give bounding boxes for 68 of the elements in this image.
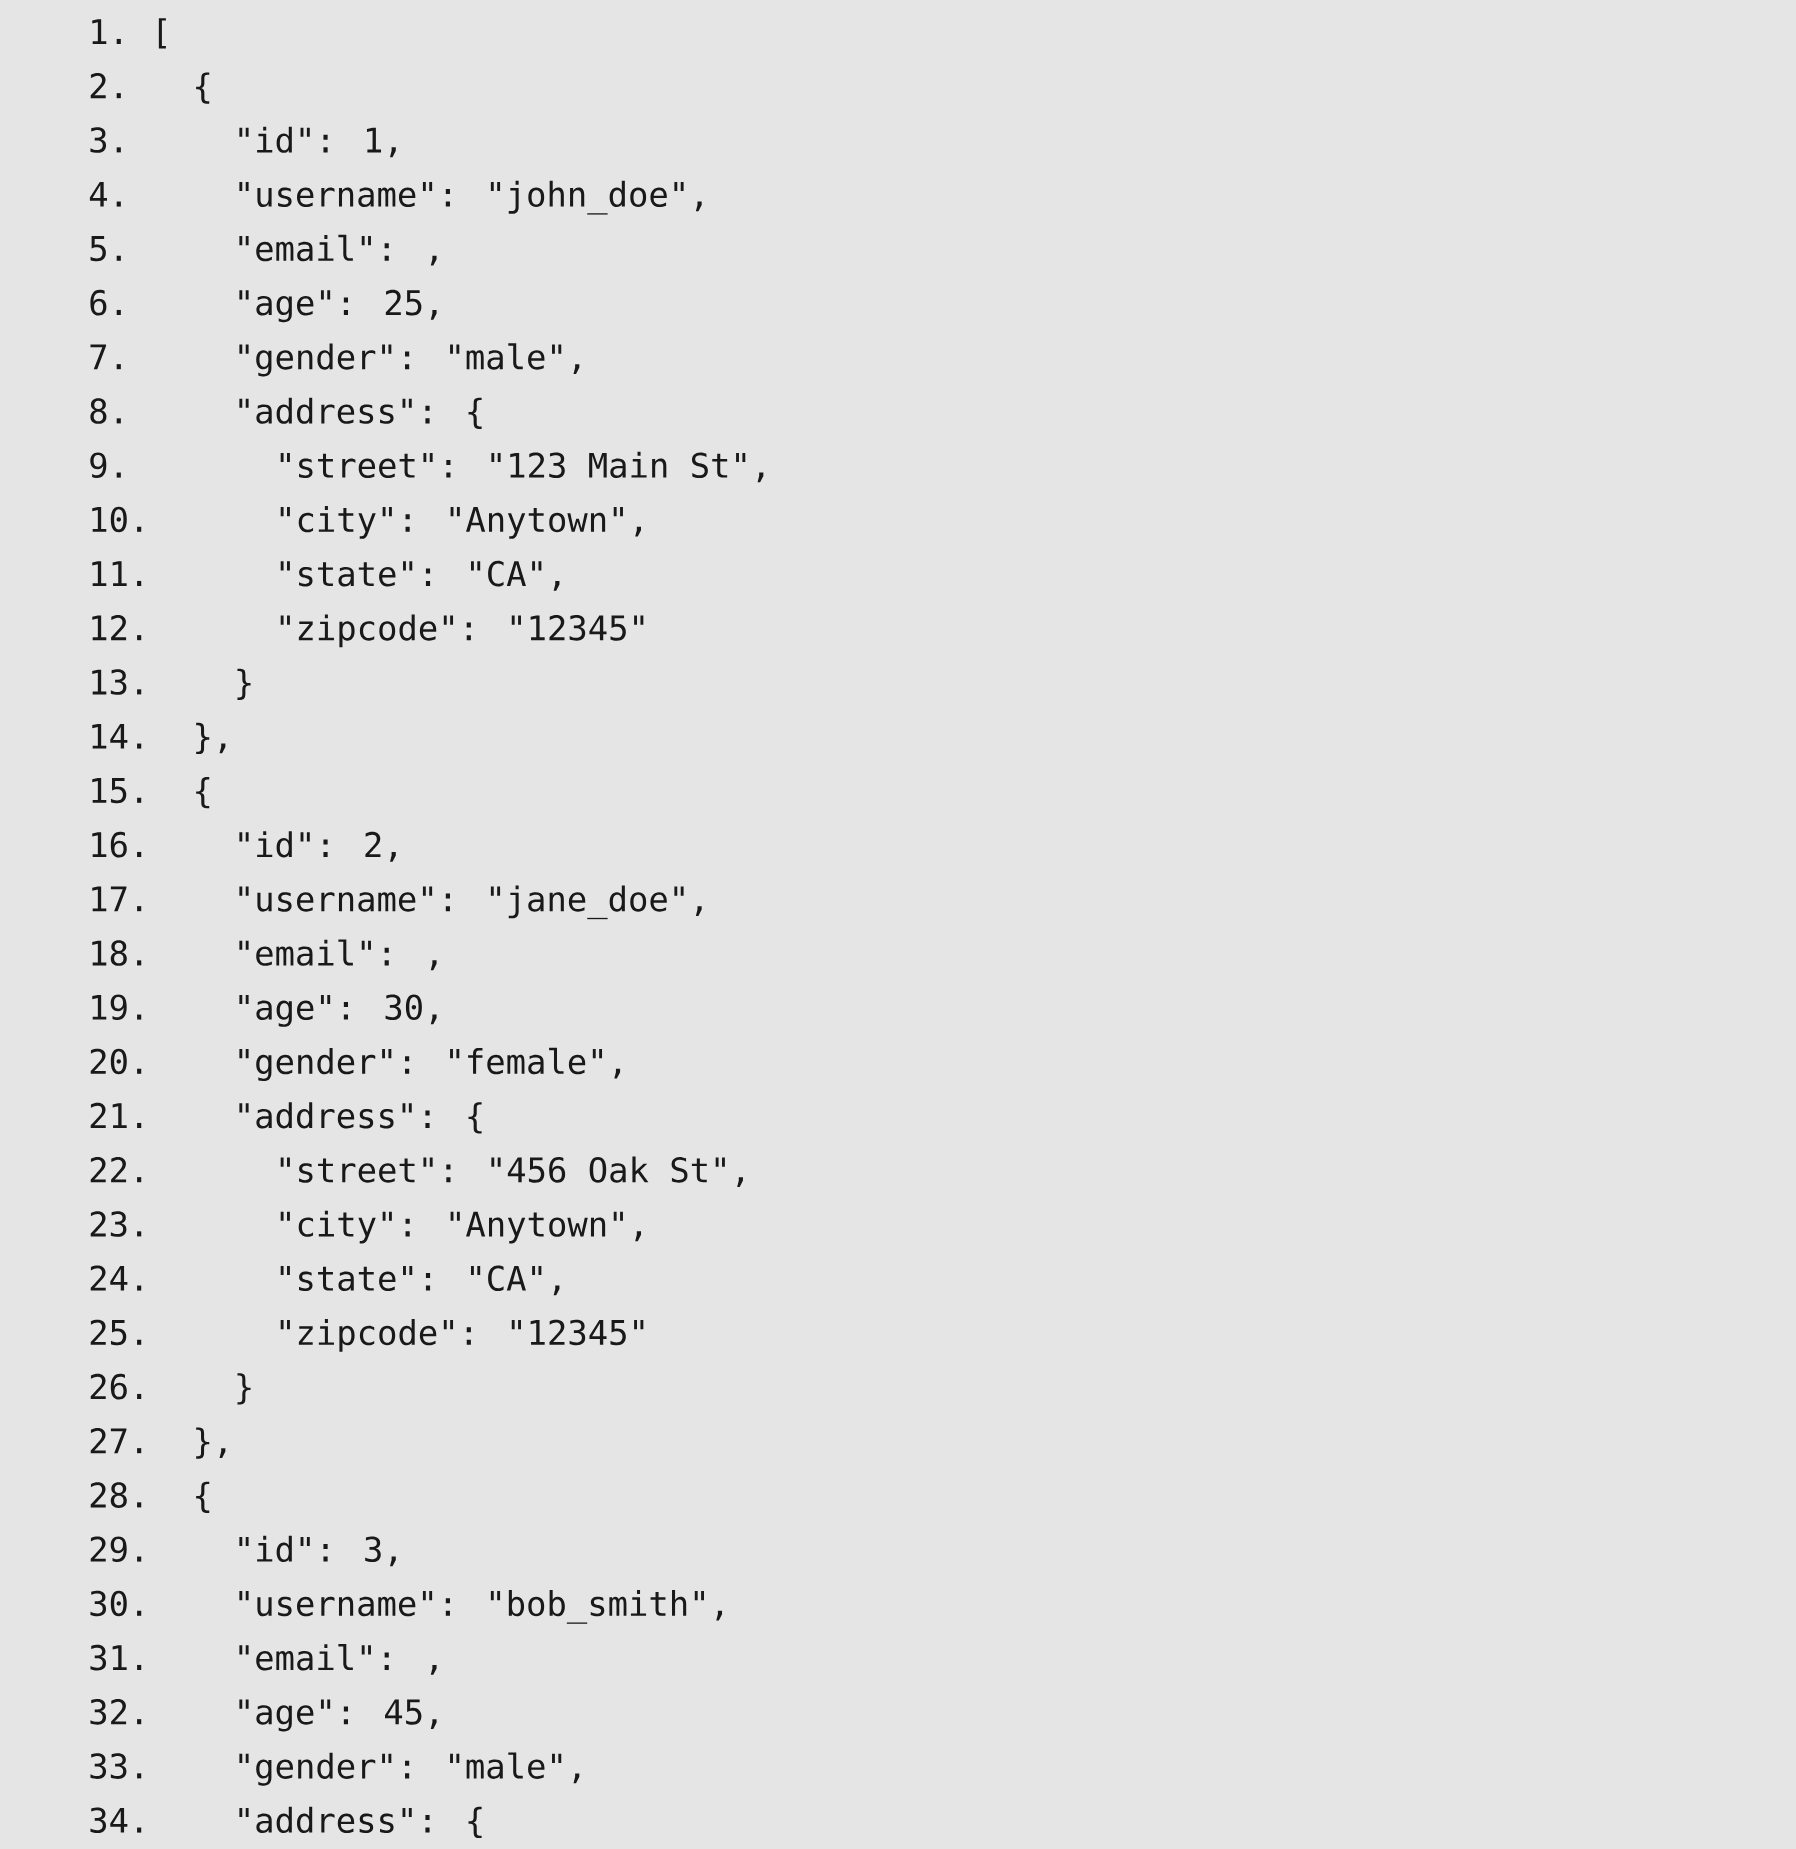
line-number: 4. xyxy=(89,181,121,207)
line-number: 16. xyxy=(92,831,142,858)
code-line: "gender": "male", xyxy=(239,1752,580,1786)
line-number: 15. xyxy=(92,778,142,804)
line-number: 11. xyxy=(92,561,142,586)
line-number: 5. xyxy=(90,236,121,262)
code-line: "street": "456 Oak St", xyxy=(280,1156,743,1187)
line-number: 18. xyxy=(92,940,142,966)
line-number: 30. xyxy=(90,1590,142,1617)
line-number: 29. xyxy=(90,1536,142,1563)
code-line: "id": 3, xyxy=(239,1535,396,1567)
line-number: 22. xyxy=(90,1157,142,1183)
code-line: "email": , xyxy=(239,1644,437,1675)
code-line: "gender": "female", xyxy=(239,1047,621,1082)
code-line: "age": 25, xyxy=(239,289,437,323)
code-line: "gender": "male", xyxy=(239,343,580,377)
line-number: 28. xyxy=(90,1482,142,1508)
code-line: [ xyxy=(158,18,166,49)
code-line: "age": 45, xyxy=(239,1699,437,1732)
code-line: "zipcode": "12345" xyxy=(280,614,644,648)
line-number: 7. xyxy=(90,344,121,370)
code-line: "address": { xyxy=(239,397,482,429)
code-line: "age": 30, xyxy=(239,994,437,1027)
line-number: 2. xyxy=(90,73,121,99)
code-line: "city": "Anytown", xyxy=(280,1210,641,1244)
code-line: { xyxy=(196,777,210,809)
line-number: 33. xyxy=(90,1753,142,1779)
code-line: "street": "123 Main St", xyxy=(280,451,764,483)
line-number: 21. xyxy=(90,1102,142,1128)
code-line: "city": "Anytown", xyxy=(280,506,641,539)
code-line: } xyxy=(237,1373,251,1405)
code-line: "zipcode": "12345" xyxy=(280,1319,644,1352)
code-line: "state": "CA", xyxy=(280,560,560,591)
line-number: 14. xyxy=(92,723,142,749)
code-line: "username": "jane_doe", xyxy=(239,885,702,920)
line-number: 17. xyxy=(92,886,142,912)
code-line: "username": "bob_smith", xyxy=(239,1590,723,1624)
code-line: "id": 1, xyxy=(239,126,396,158)
line-number: 31. xyxy=(90,1644,142,1671)
line-number: 27. xyxy=(90,1428,142,1454)
line-number: 10. xyxy=(92,506,142,533)
code-line: "username": "john_doe", xyxy=(239,180,702,215)
line-number: 24. xyxy=(90,1265,142,1291)
line-number: 19. xyxy=(92,994,142,1021)
line-number: 6. xyxy=(90,289,121,316)
line-number: 12. xyxy=(92,615,142,641)
code-line: "address": { xyxy=(239,1806,482,1839)
code-line: "id": 2, xyxy=(239,831,396,862)
code-line: "state": "CA", xyxy=(280,1265,560,1296)
line-number: 20. xyxy=(90,1048,142,1075)
code-line: "email": , xyxy=(239,234,437,266)
code-line: }, xyxy=(196,722,226,755)
code-line: { xyxy=(196,72,210,104)
code-line: "email": , xyxy=(239,939,437,971)
line-number: 26. xyxy=(90,1373,142,1400)
line-number: 34. xyxy=(90,1807,142,1834)
code-line: "address": { xyxy=(239,1102,482,1134)
line-number: 23. xyxy=(90,1211,142,1237)
line-number: 8. xyxy=(90,398,121,424)
line-number: 25. xyxy=(90,1319,142,1346)
line-number: 32. xyxy=(90,1699,142,1725)
line-number: 3. xyxy=(90,127,121,153)
code-line: } xyxy=(237,668,251,700)
line-number: 9. xyxy=(90,452,121,479)
code-line: { xyxy=(196,1481,210,1513)
line-number: 13. xyxy=(92,669,142,695)
line-number: 1. xyxy=(92,19,121,44)
code-line: }, xyxy=(196,1427,226,1459)
